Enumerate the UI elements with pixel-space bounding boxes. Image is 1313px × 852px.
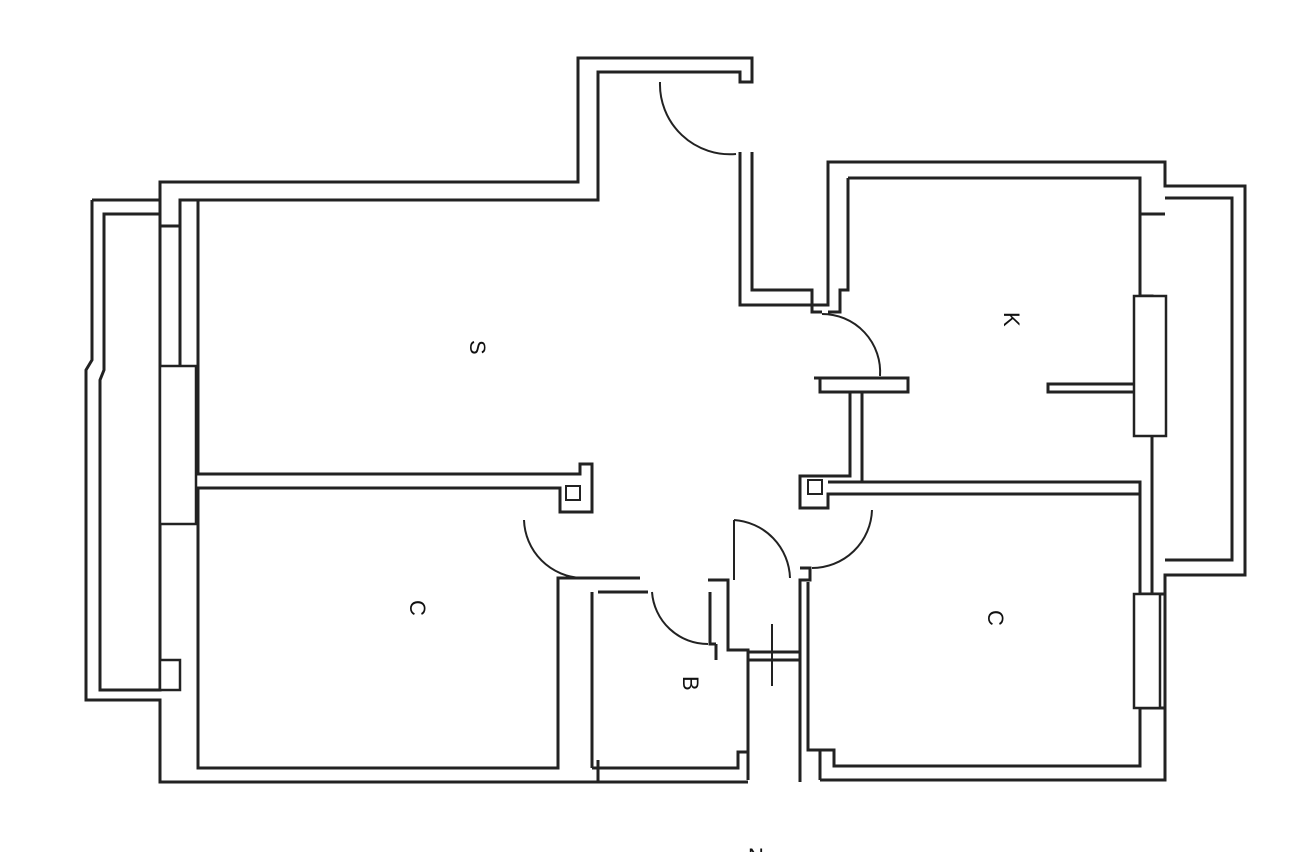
left-bedroom-door	[523, 519, 583, 579]
window-living	[158, 364, 198, 526]
window-kitchen	[1132, 294, 1168, 438]
room-label-left-bedroom: C	[405, 600, 430, 616]
room-label-right-bedroom: C	[983, 610, 1008, 626]
outer-walls	[84, 56, 1247, 784]
room-labels: S C B K C	[405, 312, 1024, 691]
doors	[523, 81, 882, 686]
kitchen-door	[821, 312, 882, 377]
window-right-bedroom	[1132, 592, 1162, 710]
interior-walls	[158, 200, 1140, 784]
window-left-bedroom	[158, 658, 182, 692]
room-label-bathroom: B	[678, 676, 703, 691]
room-label-kitchen: K	[999, 312, 1024, 327]
windows	[158, 294, 1168, 710]
wc-door	[733, 519, 791, 579]
bottom-mark: N	[748, 844, 764, 852]
right-bedroom-door	[811, 509, 873, 569]
room-label-living: S	[465, 340, 490, 355]
entrance-door	[658, 81, 737, 156]
bathroom-door	[651, 591, 709, 646]
